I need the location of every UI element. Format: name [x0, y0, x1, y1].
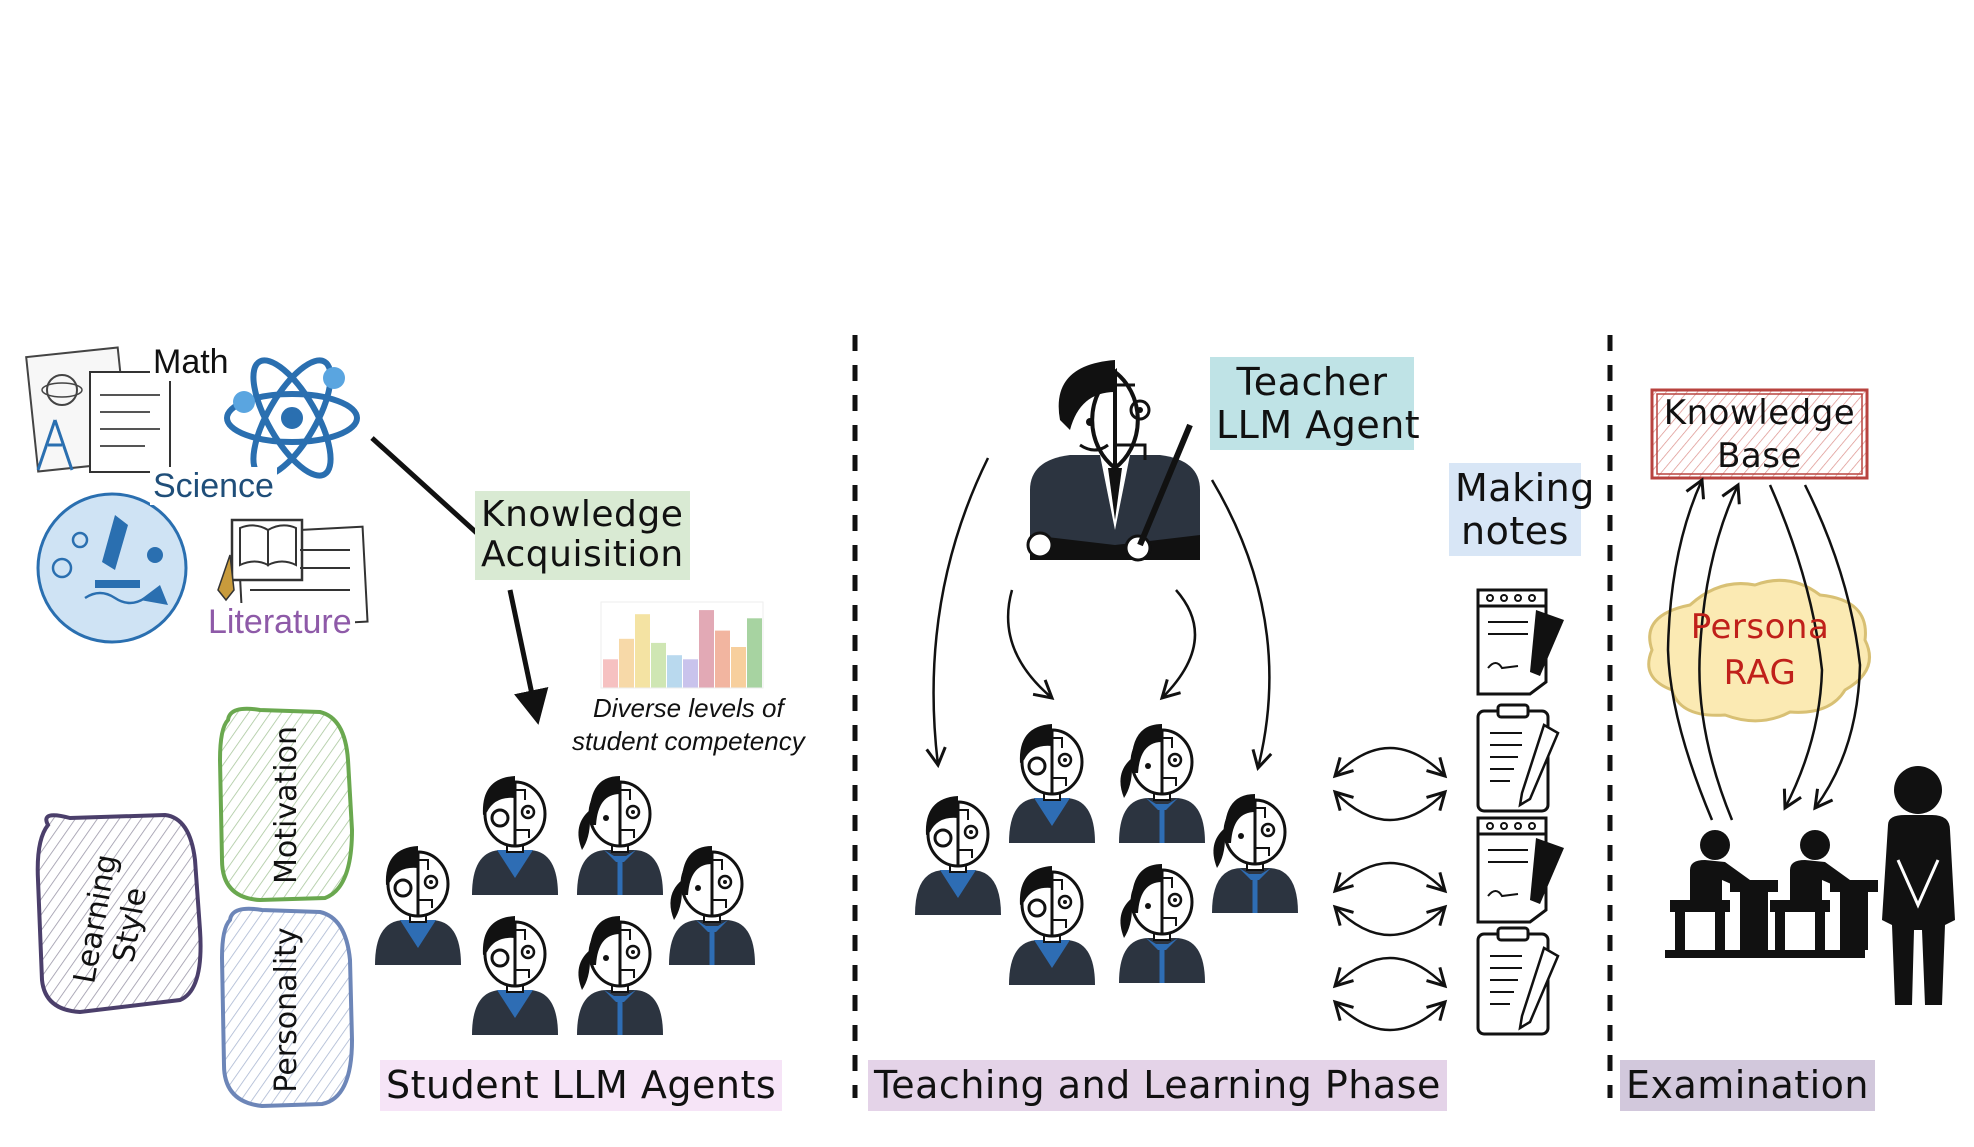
- competency-bar: [619, 638, 634, 688]
- teacher-icon: [1026, 360, 1200, 562]
- notepad-icon-2: [1476, 816, 1566, 924]
- section-title-teaching: Teaching and Learning Phase: [868, 1060, 1447, 1111]
- competency-bar: [651, 642, 666, 688]
- exchange-arrows-3: [1335, 958, 1445, 1030]
- personality-blob: [219, 906, 355, 1109]
- section-title-students: Student LLM Agents: [380, 1060, 783, 1111]
- competency-bar: [667, 655, 682, 688]
- literature-label: Literature: [205, 603, 355, 642]
- literature-book-icon: [217, 518, 369, 630]
- knowledge-base-box: [1650, 388, 1869, 480]
- science-circle-icon: [36, 492, 188, 644]
- clipboard-icon-2: [1476, 926, 1560, 1036]
- clipboard-icon-1: [1476, 703, 1560, 813]
- competency-bar: [699, 610, 714, 688]
- atom-icon: [224, 357, 360, 479]
- competency-bar: [747, 618, 762, 688]
- persona-rag-label: Persona RAG: [1690, 607, 1830, 693]
- competency-bar: [731, 647, 746, 688]
- teacher-llm-agent-label: Teacher LLM Agent: [1210, 357, 1420, 451]
- student-group-middle: [913, 724, 1298, 987]
- competency-bar-chart: [600, 601, 764, 689]
- exchange-arrows-2: [1335, 863, 1445, 935]
- competency-caption: Diverse levels of student competency: [572, 693, 805, 756]
- math-label: Math: [150, 343, 232, 382]
- making-notes-label: Making notes: [1449, 463, 1594, 557]
- knowledge-base-label: Knowledge Base: [1663, 393, 1856, 476]
- personality-label: Personality: [269, 927, 304, 1093]
- competency-bar: [635, 614, 650, 688]
- motivation-blob: [217, 706, 355, 903]
- notepad-icon-1: [1476, 588, 1566, 696]
- section-title-exam: Examination: [1620, 1060, 1876, 1111]
- competency-bar: [603, 659, 618, 688]
- exchange-arrows-1: [1335, 748, 1445, 820]
- math-papers-icon: [25, 346, 171, 473]
- student-group-left: [373, 776, 755, 1035]
- science-label: Science: [150, 467, 277, 506]
- motivation-label: Motivation: [269, 726, 304, 884]
- competency-chart-frame: [600, 601, 764, 689]
- competency-bar: [715, 630, 730, 688]
- knowledge-acquisition-label: Knowledge Acquisition: [475, 491, 690, 580]
- learning-style-blob: [35, 812, 203, 1015]
- exam-scene-icon: [1665, 766, 1955, 1005]
- competency-bar: [683, 659, 698, 688]
